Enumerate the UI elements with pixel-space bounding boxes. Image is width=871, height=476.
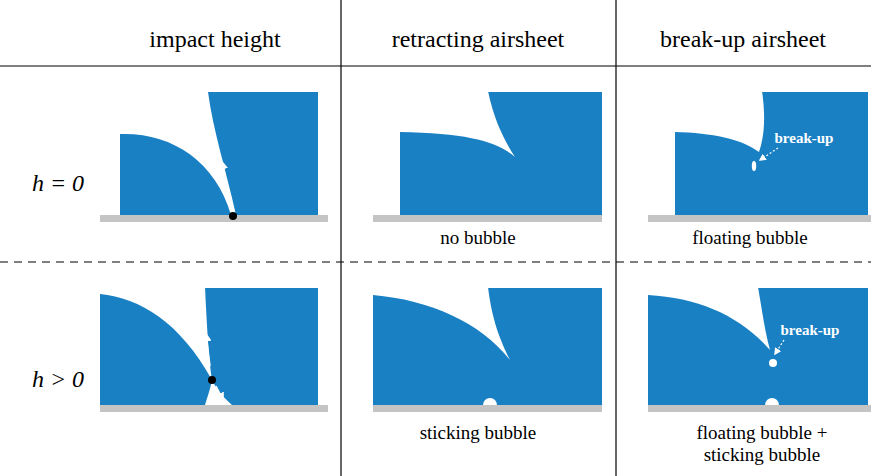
callout-label: break-up (775, 130, 834, 147)
caption: sticking bubble (420, 422, 537, 444)
callout-label: break-up (781, 322, 840, 339)
column-header: retracting airsheet (392, 26, 565, 54)
caption: floating bubble + sticking bubble (677, 422, 847, 466)
caption: no bubble (440, 227, 515, 249)
caption: floating bubble (692, 227, 808, 249)
column-header: impact height (149, 26, 280, 54)
row-label: h = 0 (32, 170, 84, 198)
column-header: break-up airsheet (660, 26, 826, 54)
row-label: h > 0 (32, 366, 84, 394)
